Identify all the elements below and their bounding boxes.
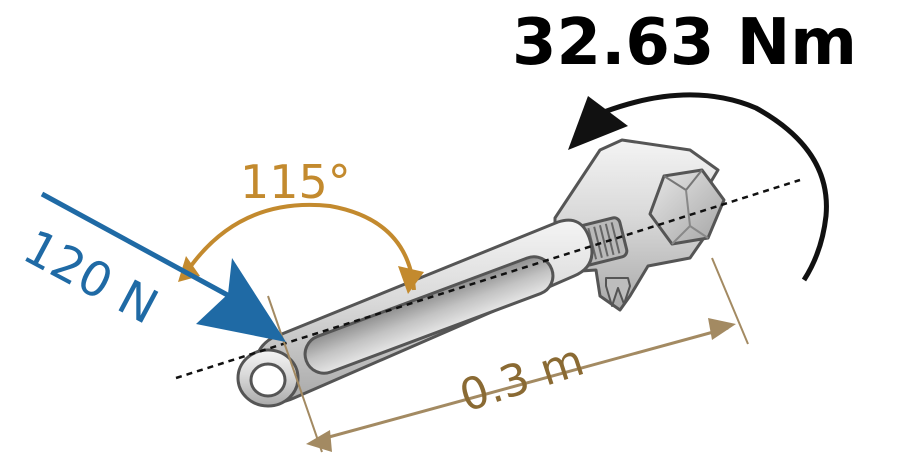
distance-value-label: 0.3 m: [454, 335, 590, 423]
angle-arrowhead-right: [398, 266, 424, 294]
angle-value-label: 115°: [240, 155, 351, 209]
distance-dimension: [267, 257, 749, 453]
torque-value-label: 32.63 Nm: [512, 6, 857, 80]
torque-arrow: [568, 92, 829, 282]
force-value-label: 120 N: [14, 219, 166, 335]
force-arrowhead: [196, 258, 286, 342]
bolt-nut: [648, 168, 726, 246]
force-arrow: [40, 191, 286, 342]
torque-arrowhead: [568, 96, 628, 150]
distance-arrowhead-start: [306, 430, 332, 452]
handle-ring: [236, 348, 300, 408]
distance-arrowhead: [708, 318, 736, 340]
wrench-handle: [253, 218, 594, 404]
angle-arc: [178, 202, 424, 294]
